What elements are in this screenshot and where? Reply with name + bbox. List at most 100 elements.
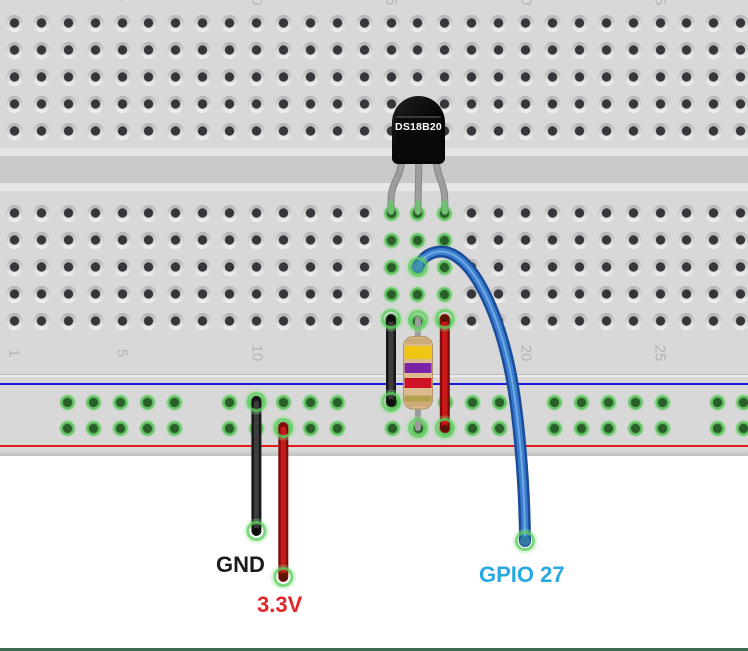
- breadboard-hole[interactable]: [32, 122, 50, 140]
- breadboard-hole[interactable]: [274, 312, 292, 330]
- breadboard-hole[interactable]: [167, 204, 185, 222]
- breadboard-hole[interactable]: [86, 41, 104, 59]
- breadboard-hole[interactable]: [597, 14, 615, 32]
- breadboard-hole[interactable]: [274, 95, 292, 113]
- breadboard-hole[interactable]: [167, 122, 185, 140]
- breadboard-hole[interactable]: [167, 95, 185, 113]
- breadboard-hole[interactable]: [274, 204, 292, 222]
- breadboard-hole[interactable]: [705, 231, 723, 249]
- breadboard-hole[interactable]: [651, 312, 669, 330]
- breadboard-hole[interactable]: [490, 258, 508, 276]
- breadboard-hole[interactable]: [32, 285, 50, 303]
- breadboard-hole[interactable]: [597, 204, 615, 222]
- breadboard-hole[interactable]: [678, 68, 696, 86]
- breadboard-hole[interactable]: [705, 204, 723, 222]
- breadboard-hole[interactable]: [86, 285, 104, 303]
- breadboard-hole[interactable]: [597, 312, 615, 330]
- breadboard-hole[interactable]: [274, 285, 292, 303]
- breadboard-hole[interactable]: [597, 95, 615, 113]
- breadboard-hole[interactable]: [732, 14, 748, 32]
- breadboard-hole[interactable]: [732, 204, 748, 222]
- breadboard-hole[interactable]: [5, 68, 23, 86]
- breadboard-hole[interactable]: [570, 258, 588, 276]
- breadboard-hole[interactable]: [651, 258, 669, 276]
- breadboard-hole[interactable]: [463, 285, 481, 303]
- breadboard-hole[interactable]: [678, 258, 696, 276]
- breadboard-hole[interactable]: [651, 122, 669, 140]
- breadboard-hole[interactable]: [570, 312, 588, 330]
- breadboard-hole[interactable]: [570, 41, 588, 59]
- breadboard-hole[interactable]: [32, 14, 50, 32]
- breadboard-hole[interactable]: [221, 419, 238, 437]
- breadboard-hole[interactable]: [113, 285, 131, 303]
- breadboard-hole[interactable]: [113, 122, 131, 140]
- breadboard-hole[interactable]: [301, 419, 319, 437]
- breadboard-hole[interactable]: [705, 41, 723, 59]
- breadboard-hole[interactable]: [732, 312, 748, 330]
- breadboard-hole[interactable]: [194, 231, 212, 249]
- breadboard-hole[interactable]: [5, 41, 23, 59]
- breadboard-hole[interactable]: [543, 285, 561, 303]
- breadboard-hole[interactable]: [705, 122, 723, 140]
- breadboard-hole[interactable]: [651, 285, 669, 303]
- breadboard-hole[interactable]: [517, 258, 534, 276]
- breadboard-hole[interactable]: [59, 68, 77, 86]
- breadboard-hole[interactable]: [705, 285, 723, 303]
- breadboard-hole[interactable]: [5, 312, 23, 330]
- breadboard-hole[interactable]: [140, 14, 158, 32]
- breadboard-hole[interactable]: [32, 258, 50, 276]
- breadboard-hole[interactable]: [732, 95, 748, 113]
- breadboard-hole[interactable]: [436, 258, 454, 276]
- breadboard-hole[interactable]: [409, 14, 427, 32]
- breadboard-hole[interactable]: [651, 68, 669, 86]
- breadboard-hole[interactable]: [112, 419, 130, 437]
- breadboard-hole[interactable]: [382, 14, 400, 32]
- breadboard-hole[interactable]: [301, 285, 319, 303]
- breadboard-hole[interactable]: [463, 122, 481, 140]
- breadboard-hole[interactable]: [248, 312, 265, 330]
- breadboard-hole[interactable]: [194, 285, 212, 303]
- breadboard-hole[interactable]: [328, 122, 346, 140]
- breadboard-hole[interactable]: [705, 312, 723, 330]
- breadboard-hole[interactable]: [248, 14, 265, 32]
- breadboard-hole[interactable]: [624, 204, 642, 222]
- breadboard-hole[interactable]: [59, 41, 77, 59]
- breadboard-hole[interactable]: [597, 122, 615, 140]
- breadboard-hole[interactable]: [328, 419, 346, 437]
- breadboard-hole[interactable]: [194, 41, 212, 59]
- breadboard-hole[interactable]: [301, 204, 319, 222]
- breadboard-hole[interactable]: [651, 231, 669, 249]
- breadboard-hole[interactable]: [382, 41, 400, 59]
- breadboard-hole[interactable]: [735, 393, 748, 411]
- breadboard-hole[interactable]: [113, 41, 131, 59]
- breadboard-hole[interactable]: [113, 312, 131, 330]
- breadboard-hole[interactable]: [517, 231, 534, 249]
- breadboard-hole[interactable]: [274, 393, 292, 411]
- breadboard-hole[interactable]: [113, 231, 131, 249]
- breadboard-hole[interactable]: [517, 285, 534, 303]
- breadboard-hole[interactable]: [5, 95, 23, 113]
- breadboard-hole[interactable]: [5, 258, 23, 276]
- breadboard-hole[interactable]: [139, 419, 157, 437]
- breadboard-hole[interactable]: [651, 14, 669, 32]
- breadboard-hole[interactable]: [490, 231, 508, 249]
- breadboard-hole[interactable]: [626, 393, 644, 411]
- breadboard-hole[interactable]: [490, 14, 508, 32]
- breadboard-hole[interactable]: [463, 41, 481, 59]
- breadboard-hole[interactable]: [301, 393, 319, 411]
- breadboard-hole[interactable]: [653, 419, 671, 437]
- breadboard-hole[interactable]: [86, 95, 104, 113]
- breadboard-hole[interactable]: [113, 95, 131, 113]
- breadboard-hole[interactable]: [140, 258, 158, 276]
- breadboard-hole[interactable]: [248, 41, 265, 59]
- breadboard-hole[interactable]: [463, 95, 481, 113]
- breadboard-hole[interactable]: [624, 285, 642, 303]
- breadboard-hole[interactable]: [732, 122, 748, 140]
- breadboard-hole[interactable]: [194, 68, 212, 86]
- breadboard-hole[interactable]: [32, 41, 50, 59]
- breadboard-hole[interactable]: [221, 41, 239, 59]
- breadboard-hole[interactable]: [32, 204, 50, 222]
- breadboard-hole[interactable]: [139, 393, 157, 411]
- breadboard-hole[interactable]: [543, 258, 561, 276]
- gnd-wire[interactable]: [251, 396, 262, 536]
